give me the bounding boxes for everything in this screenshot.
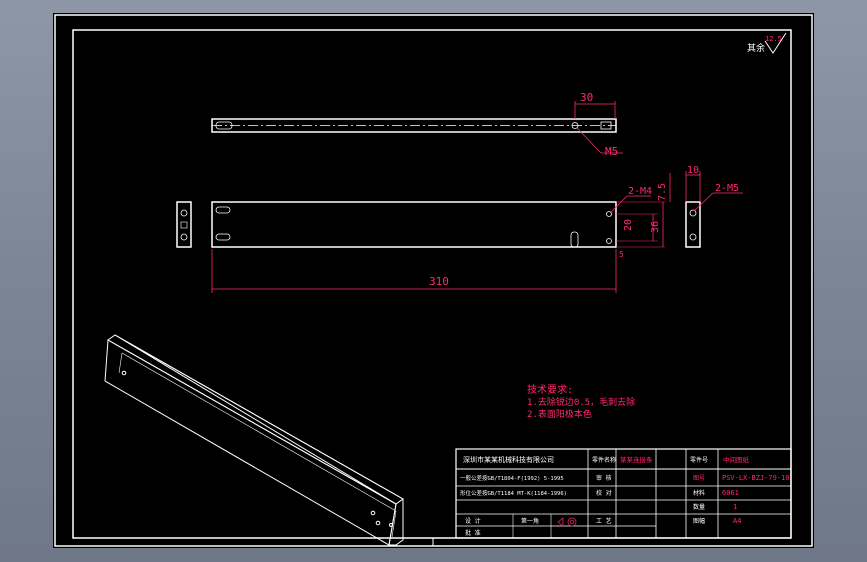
sheet-size-label: 图幅 xyxy=(693,517,705,525)
geometric-tolerance: 形位公差按GB/T1184 MT-K(1184-1996) xyxy=(460,489,567,497)
quantity: 1 xyxy=(733,503,737,511)
check-label: 审 核 xyxy=(596,474,612,482)
dim-310: 310 xyxy=(429,275,449,288)
roughness-value: 12.5 xyxy=(765,35,782,43)
technical-notes: 技术要求: 1.去除锐边0.5，毛刺去除 2.表面阳极本色 xyxy=(527,383,635,420)
cad-drawing: 其余 12.5 30 M5 310 20 36 xyxy=(54,14,813,547)
general-tolerance: 一般公差按GB/T1804-F(1992) 5-1995 xyxy=(460,474,564,482)
right-side-view: 10 2-M5 xyxy=(685,165,743,248)
code-label: 图号 xyxy=(693,475,705,482)
drawing-code: PSV-LX-BZJ-79-10 xyxy=(722,474,789,482)
notes-line-2: 2.表面阳极本色 xyxy=(527,408,592,420)
designer-label: 设 计 xyxy=(465,517,481,525)
sheet-size: A4 xyxy=(733,517,741,525)
approve-label: 批 准 xyxy=(465,529,481,537)
dim-30: 30 xyxy=(580,91,593,104)
front-view: 310 20 36 7.5 5 2-M4 xyxy=(211,173,671,293)
drawing-sheet: 其余 12.5 30 M5 310 20 36 xyxy=(53,13,814,548)
material-label: 材料 xyxy=(693,489,705,497)
notes-title: 技术要求: xyxy=(527,383,573,396)
company-name: 深圳市某某机械科技有限公司 xyxy=(463,455,554,464)
title-block: 深圳市某某机械科技有限公司 一般公差按GB/T1804-F(1992) 5-19… xyxy=(455,448,792,539)
dim-10: 10 xyxy=(687,165,699,176)
roughness-label: 其余 xyxy=(747,42,765,54)
projection-label: 第一角 xyxy=(521,517,539,525)
first-angle-projection-icon xyxy=(557,517,577,527)
drawing-no-value: 中间图纸 xyxy=(723,455,750,464)
notes-line-1: 1.去除锐边0.5，毛刺去除 xyxy=(527,396,635,408)
dim-2-m4: 2-M4 xyxy=(628,186,652,197)
dim-20: 20 xyxy=(623,219,634,231)
dim-m5: M5 xyxy=(605,145,618,158)
drawing-no-label: 零件号 xyxy=(690,456,708,464)
dim-2-m5: 2-M5 xyxy=(715,183,739,194)
standard-label: 校 对 xyxy=(596,489,612,497)
top-view: 30 M5 xyxy=(211,91,623,158)
process-label: 工 艺 xyxy=(596,517,612,525)
isometric-view xyxy=(104,334,404,546)
roughness-icon xyxy=(764,32,787,54)
dim-7-5: 7.5 xyxy=(657,183,668,201)
dim-5: 5 xyxy=(619,250,624,259)
part-name-label: 零件名称 xyxy=(592,456,616,464)
quantity-label: 数量 xyxy=(693,503,705,511)
left-side-view xyxy=(176,201,192,248)
inner-border xyxy=(72,29,792,539)
material: 6061 xyxy=(722,489,739,497)
part-name: 某某连接条 xyxy=(620,455,653,464)
dim-36: 36 xyxy=(650,221,661,233)
